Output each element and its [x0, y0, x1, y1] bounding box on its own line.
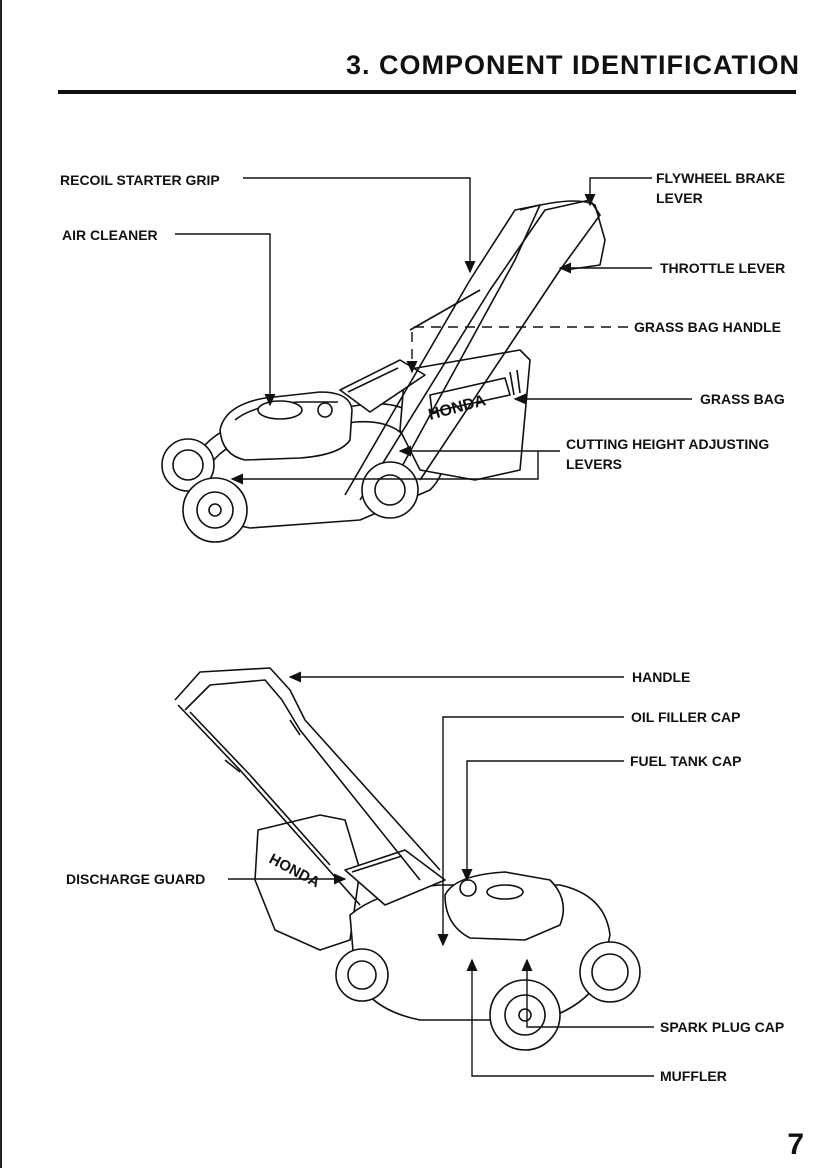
- label-flywheel-brake-lever: FLYWHEEL BRAKE LEVER: [656, 168, 806, 208]
- label-recoil-starter-grip: RECOIL STARTER GRIP: [60, 170, 220, 190]
- label-cutting-height-adjusting-levers: CUTTING HEIGHT ADJUSTING LEVERS: [566, 434, 806, 474]
- label-grass-bag: GRASS BAG: [700, 389, 785, 409]
- bottom-mower-drawing: HONDA: [175, 668, 640, 1050]
- label-throttle-lever: THROTTLE LEVER: [660, 258, 785, 278]
- label-spark-plug-cap: SPARK PLUG CAP: [660, 1017, 784, 1037]
- label-discharge-guard: DISCHARGE GUARD: [66, 869, 205, 889]
- page-number: 7: [787, 1128, 804, 1162]
- top-mower-drawing: HONDA: [162, 200, 605, 542]
- label-grass-bag-handle: GRASS BAG HANDLE: [634, 317, 781, 337]
- label-handle: HANDLE: [632, 667, 690, 687]
- label-muffler: MUFFLER: [660, 1066, 727, 1086]
- label-air-cleaner: AIR CLEANER: [62, 225, 158, 245]
- label-oil-filler-cap: OIL FILLER CAP: [631, 707, 740, 727]
- label-fuel-tank-cap: FUEL TANK CAP: [630, 751, 741, 771]
